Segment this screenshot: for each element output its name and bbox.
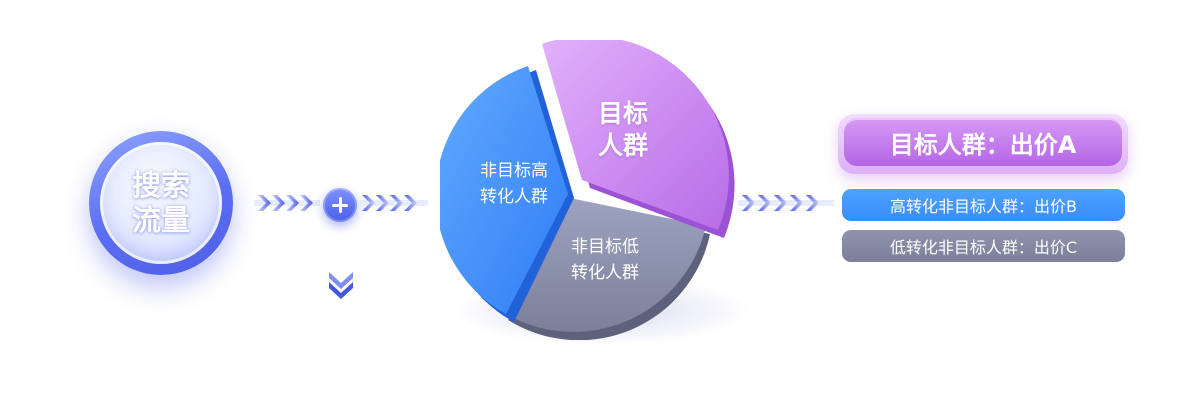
chevron-right-icon <box>254 195 320 211</box>
chevron-right-icon <box>738 195 834 211</box>
chevron-down-icon <box>329 272 353 299</box>
target-audience-segment <box>542 40 729 230</box>
low-conversion-label-line2: 转化人群 <box>571 263 639 283</box>
flow-arrows-middle <box>358 191 428 215</box>
chevron-right-icon <box>358 195 428 211</box>
low-conversion-label: 非目标低 转化人群 <box>555 234 655 286</box>
bid-c-pill: 低转化非目标人群：出价C <box>842 230 1125 262</box>
search-traffic-label: 搜索 流量 <box>126 168 196 238</box>
low-conversion-label-line1: 非目标低 <box>571 237 639 257</box>
bid-b-pill: 高转化非目标人群：出价B <box>842 189 1125 221</box>
search-traffic-label-line2: 流量 <box>131 203 190 237</box>
add-plus-button[interactable] <box>323 188 357 222</box>
target-audience-label: 目标 人群 <box>588 98 658 162</box>
flow-arrows-left <box>254 191 320 215</box>
audience-pie-chart <box>440 40 735 340</box>
high-conversion-segment <box>440 66 568 314</box>
high-conversion-label-line1: 非目标高 <box>480 161 548 181</box>
high-conversion-label: 非目标高 转化人群 <box>464 158 564 210</box>
bid-a-pill: 目标人群：出价A <box>844 118 1122 166</box>
high-conversion-label-line2: 转化人群 <box>480 187 548 207</box>
search-traffic-node: 搜索 流量 <box>100 142 222 264</box>
down-arrow <box>328 270 354 304</box>
flow-arrows-right <box>738 191 834 215</box>
search-traffic-label-line1: 搜索 <box>131 168 190 202</box>
target-audience-label-line2: 人群 <box>597 131 648 160</box>
target-audience-label-line1: 目标 <box>597 99 648 128</box>
